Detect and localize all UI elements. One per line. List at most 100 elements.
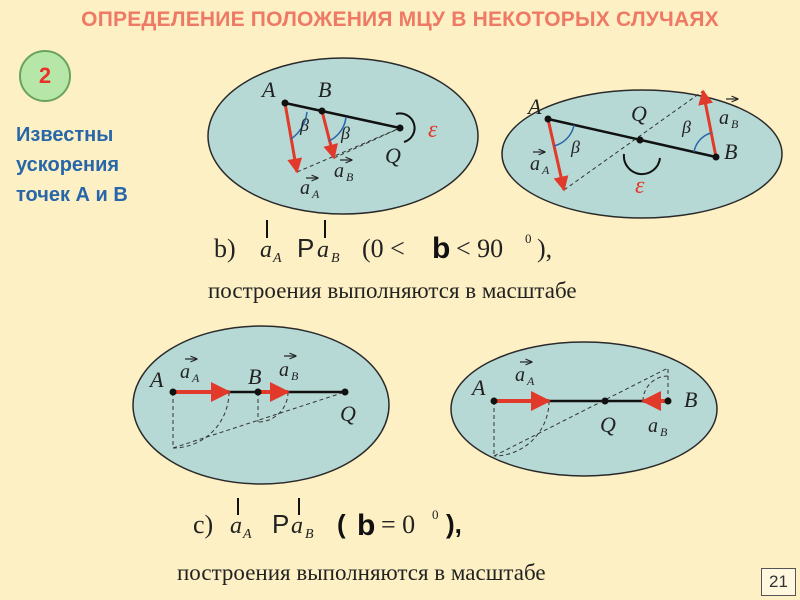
dashed-line: [172, 391, 346, 449]
side-description: Известны ускорения точек А и В: [16, 120, 186, 210]
vector-letter: a: [530, 153, 540, 175]
vector-letter: a: [180, 361, 190, 383]
segment-ab: [284, 101, 401, 130]
point-q: [601, 397, 609, 405]
vector-letter: a: [334, 160, 344, 182]
diagram-b-left: A B Q ε β β a A a B: [207, 57, 479, 215]
formula-tail: ),: [446, 509, 462, 539]
vector-subscript: A: [311, 187, 320, 201]
label-q: Q: [600, 412, 616, 437]
vector-letter: a: [300, 177, 310, 199]
vector-aa: a A: [300, 177, 320, 201]
label-b: B: [684, 387, 697, 412]
acceleration-arrow-b: [320, 110, 338, 160]
formula-open: (: [337, 509, 346, 539]
vector-subscript: A: [526, 374, 535, 388]
point-a: [169, 388, 177, 396]
label-beta: β: [340, 123, 350, 143]
angle-arc: [693, 132, 712, 153]
label-beta: β: [570, 137, 580, 157]
label-b: B: [248, 364, 261, 389]
vector-letter: a: [719, 107, 729, 129]
formula-letter: a: [260, 237, 272, 263]
label-epsilon: ε: [428, 117, 438, 143]
dashed-arc: [257, 391, 289, 423]
point-b: [318, 107, 326, 115]
vector-ab: a B: [334, 160, 354, 184]
ellipse-shape: [501, 89, 783, 219]
formula-subscript: B: [305, 527, 314, 542]
angle-arc: [328, 116, 347, 142]
dashed-line: [333, 127, 401, 159]
point-q: [636, 136, 644, 144]
formula-c: c) a A P a B ( b = 0 0 ),: [193, 498, 462, 542]
label-beta: β: [681, 117, 691, 137]
formula-tail: ),: [537, 234, 552, 263]
acceleration-arrow-a: [546, 118, 569, 192]
point-a: [281, 99, 289, 107]
label-beta: β: [299, 115, 309, 135]
formula-degree: 0: [525, 231, 532, 246]
point-a: [490, 397, 498, 405]
side-line-3: точек А и В: [16, 184, 128, 206]
diagram-c-right: A B Q a A a B: [450, 341, 718, 477]
point-a: [544, 115, 552, 123]
formula-letter: a: [291, 513, 303, 539]
ellipse-shape: [207, 57, 479, 215]
formula-open: (0 <: [362, 234, 405, 263]
acceleration-arrow-a: [283, 102, 303, 174]
formula-beta: b: [432, 232, 450, 265]
label-a: A: [148, 367, 164, 392]
label-epsilon: ε: [635, 173, 645, 199]
label-q: Q: [340, 401, 356, 426]
vector-subscript: B: [731, 117, 739, 131]
label-a: A: [470, 375, 486, 400]
label-a: A: [260, 77, 276, 102]
label-b: B: [724, 139, 737, 164]
eps-arc: [622, 153, 661, 176]
formula-letter: a: [230, 513, 242, 539]
vector-subscript: A: [191, 371, 200, 385]
vector-subscript: B: [291, 369, 299, 383]
dashed-arc: [172, 391, 230, 449]
side-line-1: Известны: [16, 124, 114, 146]
formula-prefix: c): [193, 510, 213, 539]
vector-ab: a B: [719, 99, 739, 131]
eps-arc: [395, 112, 416, 143]
label-b: B: [318, 77, 331, 102]
formula-eq: = 0: [381, 510, 415, 539]
formula-subscript: A: [272, 251, 282, 266]
slide-title: ОПРЕДЕЛЕНИЕ ПОЛОЖЕНИЯ МЦУ В НЕКОТОРЫХ СЛ…: [81, 8, 719, 31]
vector-letter: a: [515, 364, 525, 386]
vector-aa: a A: [530, 152, 550, 177]
note-c: построения выполняются в масштабе: [177, 560, 546, 585]
dashed-line: [563, 90, 704, 191]
label-q: Q: [631, 101, 647, 126]
angle-arc: [553, 124, 575, 147]
step-badge: 2: [19, 50, 71, 102]
ellipse-shape: [450, 341, 718, 477]
vector-ab: a B: [648, 415, 668, 439]
label-a: A: [526, 94, 542, 119]
point-b: [254, 388, 262, 396]
acceleration-arrow-b: [698, 89, 718, 158]
diagram-b-right: A B Q ε β β a A a B: [501, 89, 783, 219]
formula-letter: a: [317, 237, 329, 263]
vector-ab: a B: [279, 356, 299, 383]
dashed-line: [296, 127, 401, 173]
note-b: построения выполняются в масштабе: [208, 278, 577, 303]
vector-subscript: B: [660, 425, 668, 439]
formula-b: b) a A P a B (0 < b < 90 0 ),: [214, 220, 552, 266]
dashed-line: [493, 367, 669, 457]
ellipse-shape: [132, 325, 390, 485]
point-b: [664, 397, 672, 405]
diagram-c-left: A B Q a A a B: [132, 325, 390, 485]
point-q: [341, 388, 349, 396]
page-number: 21: [761, 568, 796, 596]
angle-arc: [290, 111, 308, 140]
parallel-sign: P: [297, 233, 314, 263]
dashed-arc: [493, 400, 550, 457]
vector-letter: a: [279, 359, 289, 381]
parallel-sign: P: [272, 509, 289, 539]
